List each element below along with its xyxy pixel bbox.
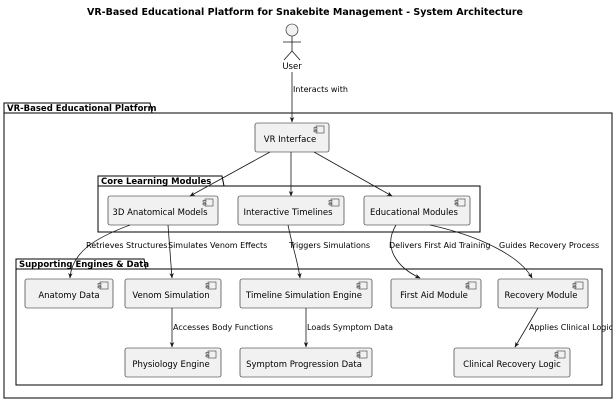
symptom-data-component: Symptom Progression Data <box>239 347 373 378</box>
interactive-timelines-label: Interactive Timelines <box>243 208 333 218</box>
anatomical-models-label: 3D Anatomical Models <box>112 208 208 218</box>
component-icon <box>205 281 217 290</box>
platform-package: VR-Based Educational Platform <box>3 102 613 399</box>
edge-recovery-clinical <box>514 307 539 348</box>
edge-vr-anatomical <box>189 151 271 197</box>
educational-modules-component: Educational Modules <box>363 195 471 226</box>
symptom-data-label: Symptom Progression Data <box>246 360 362 370</box>
component-icon <box>465 281 477 290</box>
component-icon <box>554 350 566 359</box>
component-icon <box>572 281 584 290</box>
support-package-label: Supporting Engines & Data <box>19 260 149 270</box>
edge-label-interacts: Interacts with <box>293 85 348 94</box>
timeline-engine-label: Timeline Simulation Engine <box>245 291 362 301</box>
edge-label-accesses: Accesses Body Functions <box>173 323 273 332</box>
user-actor: User <box>282 23 302 72</box>
edge-timelines-engine <box>287 224 302 279</box>
edge-vr-educational <box>313 151 393 197</box>
component-icon <box>97 281 109 290</box>
component-icon <box>205 350 217 359</box>
interactive-timelines-component: Interactive Timelines <box>237 195 345 226</box>
anatomy-data-label: Anatomy Data <box>38 291 99 301</box>
component-icon <box>356 281 368 290</box>
user-actor-label: User <box>282 62 302 72</box>
edge-educational-recovery <box>429 224 533 279</box>
component-icon <box>202 198 214 207</box>
support-package: Supporting Engines & Data <box>15 258 603 386</box>
recovery-module-component: Recovery Module <box>497 278 589 309</box>
edge-anatomical-anatomy <box>68 224 131 279</box>
venom-simulation-label: Venom Simulation <box>132 291 209 301</box>
component-icon <box>313 125 325 134</box>
physiology-engine-label: Physiology Engine <box>132 360 209 370</box>
physiology-engine-component: Physiology Engine <box>124 347 222 378</box>
diagram-title: VR-Based Educational Platform for Snakeb… <box>87 7 523 18</box>
edge-label-applies: Applies Clinical Logic <box>529 323 613 332</box>
educational-modules-label: Educational Modules <box>370 208 458 218</box>
component-icon <box>356 350 368 359</box>
timeline-engine-component: Timeline Simulation Engine <box>239 278 373 309</box>
venom-simulation-component: Venom Simulation <box>124 278 222 309</box>
platform-package-label: VR-Based Educational Platform <box>7 104 157 114</box>
edge-label-triggers: Triggers Simulations <box>288 241 370 250</box>
clinical-logic-component: Clinical Recovery Logic <box>453 347 571 378</box>
first-aid-module-component: First Aid Module <box>390 278 482 309</box>
anatomy-data-component: Anatomy Data <box>24 278 114 309</box>
component-icon <box>454 198 466 207</box>
anatomical-models-component: 3D Anatomical Models <box>107 195 219 226</box>
edge-label-delivers: Delivers First Aid Training <box>389 241 490 250</box>
component-icon <box>328 198 340 207</box>
first-aid-module-label: First Aid Module <box>400 291 468 301</box>
edge-label-guides: Guides Recovery Process <box>499 241 599 250</box>
edge-label-simulates: Simulates Venom Effects <box>168 241 267 250</box>
clinical-logic-label: Clinical Recovery Logic <box>463 360 561 370</box>
core-package: Core Learning Modules <box>97 175 481 233</box>
edge-label-retrieves: Retrieves Structures <box>86 241 167 250</box>
recovery-module-label: Recovery Module <box>504 291 577 301</box>
edge-anatomical-venom <box>167 224 174 279</box>
edge-educational-firstaid <box>390 224 421 279</box>
vr-interface-component: VR Interface <box>254 122 330 153</box>
core-package-label: Core Learning Modules <box>101 177 211 187</box>
edge-label-loads: Loads Symptom Data <box>307 323 393 332</box>
vr-interface-label: VR Interface <box>264 135 316 145</box>
